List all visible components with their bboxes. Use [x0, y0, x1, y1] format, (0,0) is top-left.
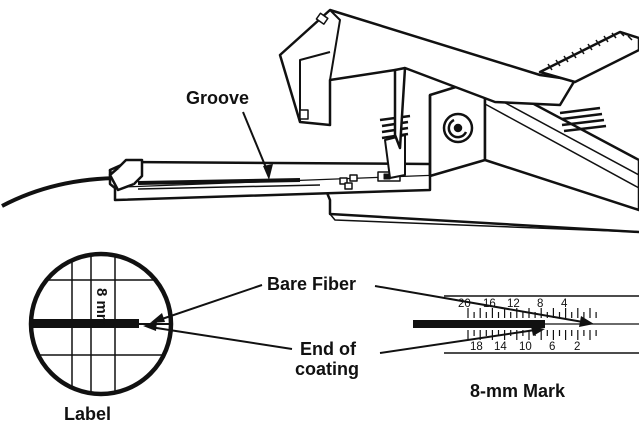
upper-arm	[278, 8, 577, 150]
coated-fiber-scale	[413, 320, 545, 328]
coating-leader-left	[149, 326, 293, 350]
scale-bottom-18: 18	[470, 341, 483, 353]
knurl-ticks	[547, 31, 633, 71]
mm-scale: 20 16 12 8 4 18 14 10 6 2	[413, 295, 639, 354]
scale-top-8: 8	[537, 298, 543, 310]
coated-fiber-circle	[31, 319, 139, 328]
end-of-coating-label-2: coating	[295, 359, 359, 379]
bare-fiber-label: Bare Fiber	[267, 274, 356, 294]
groove-leader	[242, 111, 270, 176]
scale-bottom-6: 6	[549, 341, 555, 353]
scale-top-20: 20	[458, 298, 471, 310]
scale-top-ticks	[467, 308, 597, 318]
bare-fiber-leader-right	[374, 285, 584, 323]
right-spring	[559, 106, 607, 133]
label-magnifier: 8 mm	[28, 251, 174, 397]
fiber-cable	[1, 176, 123, 208]
scale-bottom-10: 10	[519, 341, 532, 353]
groove-arrowhead	[263, 164, 273, 180]
knurled-lever	[538, 30, 639, 84]
scale-bottom-ticks	[467, 330, 597, 340]
circle-8mm-text: 8 mm	[93, 288, 110, 327]
scale-top-16: 16	[483, 298, 496, 310]
bare-fiber-leader-left	[155, 284, 263, 322]
scale-top-12: 12	[507, 298, 520, 310]
cleaver-tool	[1, 8, 639, 234]
coating-leader-right	[379, 329, 536, 354]
scale-bottom-14: 14	[494, 341, 507, 353]
magnifier-circle	[28, 251, 174, 397]
mark-caption: 8-mm Mark	[470, 381, 566, 401]
groove-label: Groove	[186, 88, 249, 108]
scale-top-4: 4	[561, 298, 568, 310]
groove-line	[137, 178, 301, 185]
end-of-coating-label-1: End of	[300, 339, 357, 359]
label-caption: Label	[64, 404, 111, 424]
scale-bottom-2: 2	[574, 341, 580, 353]
